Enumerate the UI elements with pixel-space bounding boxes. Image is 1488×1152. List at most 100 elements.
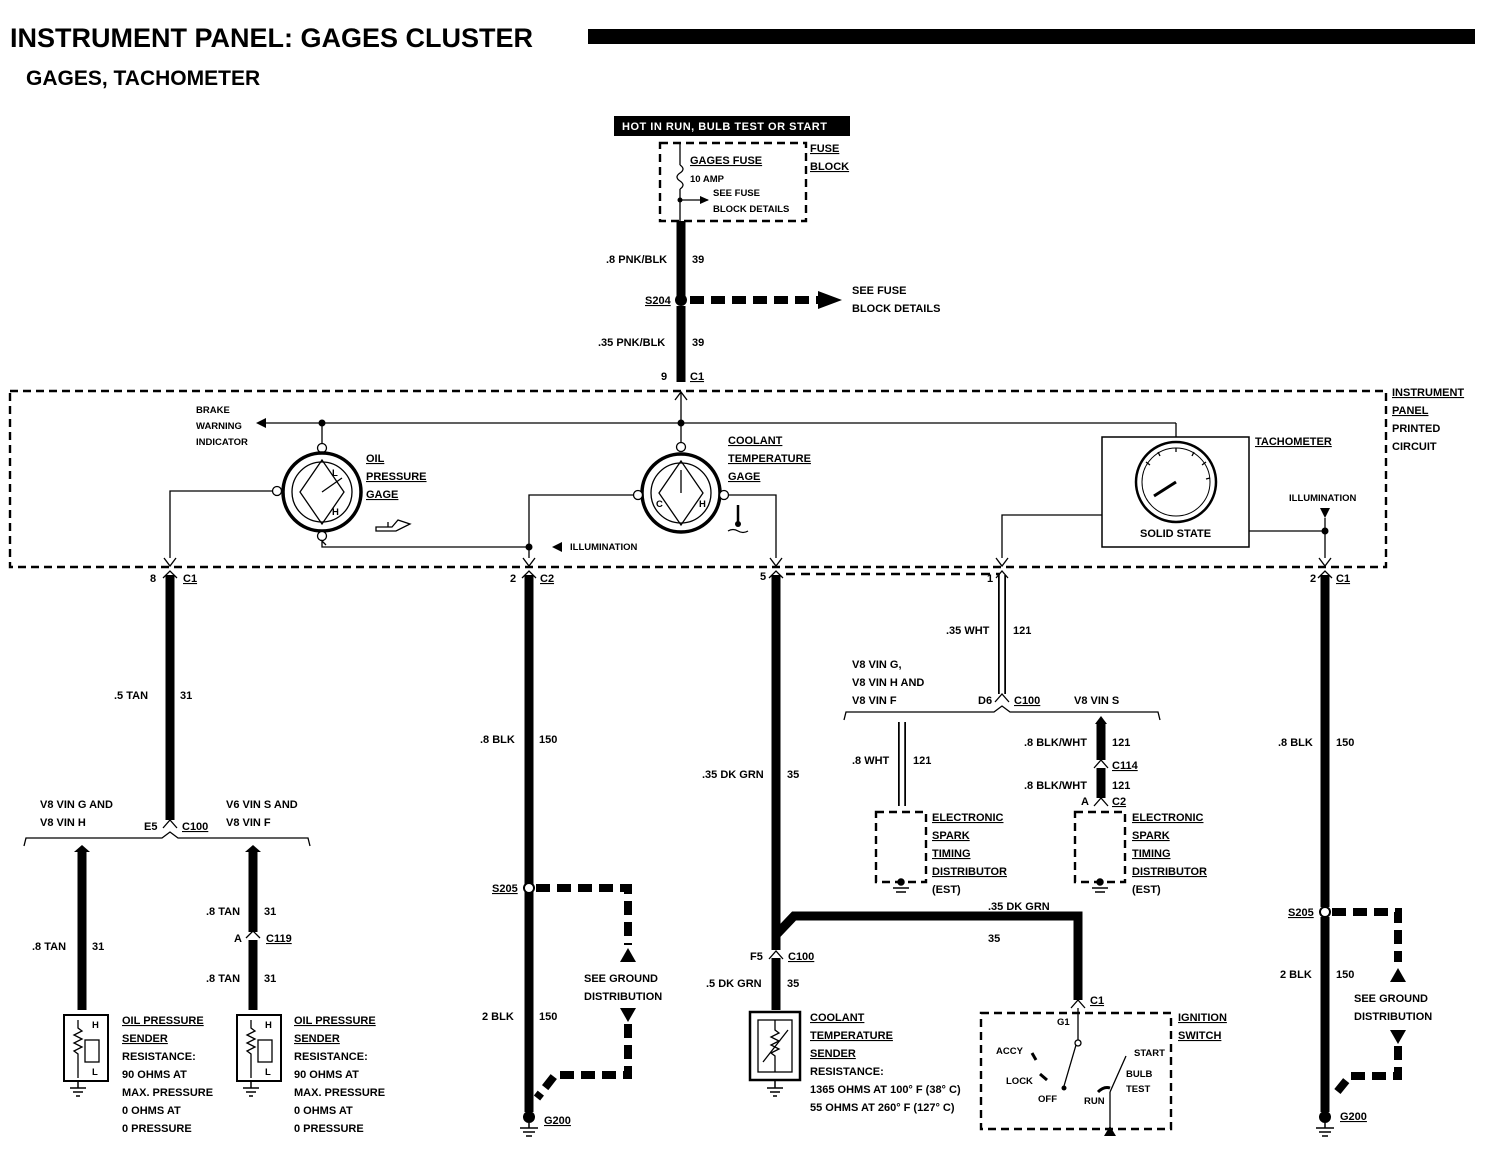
oil-sender-left-pin-h: H: [92, 1020, 99, 1031]
oil-sender-left-5: MAX. PRESSURE: [122, 1087, 213, 1099]
resistor-right-icon: [245, 1020, 257, 1078]
oil-right-1: V6 VIN S AND: [226, 799, 298, 811]
g200-right: G200: [1340, 1111, 1367, 1123]
hot-label-box: [614, 116, 850, 136]
est-right-box: [1073, 810, 1127, 884]
coolant-sender-2: TEMPERATURE: [810, 1030, 893, 1042]
oil-sender-left: [63, 1014, 109, 1082]
gnd-left-see-1: SEE GROUND: [584, 973, 658, 985]
tach-circuit: 1 .35 WHT 121 D6 C100 V8 VIN G, V8 VIN H…: [843, 570, 1207, 896]
oil-sender-left-7: 0 PRESSURE: [122, 1123, 192, 1135]
oil-sender-right-element: [257, 1039, 273, 1063]
panel-label-4: CIRCUIT: [1392, 441, 1437, 453]
tach-left-3: V8 VIN F: [852, 695, 897, 707]
splice-s204: [675, 294, 687, 306]
wire-121-right-num-2: 121: [1112, 780, 1130, 792]
ign-lock-post: [1039, 1072, 1048, 1082]
wire-31-left-num: 31: [92, 941, 104, 953]
illum-label-left: ILLUMINATION: [570, 542, 638, 553]
wire-121-left-num: 121: [913, 755, 931, 767]
ignition-c1-hat: [1070, 999, 1086, 1009]
hot-label: HOT IN RUN, BULB TEST OR START: [622, 121, 827, 133]
oil-left-2: V8 VIN H: [40, 817, 86, 829]
oil-gage-needle: [321, 477, 343, 493]
illum-junction-right: [1321, 527, 1329, 535]
c114-hat: [1093, 759, 1109, 769]
coolant-circuit: 5 .35 DK GRN 35 .35 DK GRN 35 F5 C100 .5…: [702, 570, 1083, 1114]
panel-out-arrow-gnd-left: [522, 557, 536, 568]
resistor-left-icon: [72, 1020, 84, 1078]
g200-left: G200: [544, 1115, 571, 1127]
tach-icon: [1134, 440, 1218, 524]
panel-out-arrow-tach: [995, 557, 1009, 568]
gnd-right-dist-return: [1329, 1046, 1402, 1100]
gnd-right-dist-wire: [1332, 908, 1402, 962]
panel-outline: [8, 389, 1388, 569]
wire-39-top-size: .8 PNK/BLK: [606, 254, 667, 266]
wire-31-right-num-2: 31: [264, 973, 276, 985]
oil-c100-hat: [162, 819, 178, 829]
wire-31-right-size-1: .8 TAN: [206, 906, 240, 918]
est-left-5: (EST): [932, 884, 961, 896]
oil-pin: 8: [150, 573, 156, 585]
wire-121-right-size-2: .8 BLK/WHT: [1024, 780, 1087, 792]
ground-right-circuit: 2 C1 .8 BLK 150 S205 SEE GROUND DISTRIBU…: [1278, 570, 1432, 1137]
fuse-block-label-1: FUSE: [810, 143, 839, 155]
coolant-gage-label-1: COOLANT: [728, 435, 783, 447]
oil-gage-label-2: PRESSURE: [366, 471, 427, 483]
coolant-gage-c: C: [656, 499, 663, 510]
tach-out: [1001, 514, 1102, 558]
gnd-left-dist-arrow-down: [620, 1008, 636, 1022]
wire-31-num: 31: [180, 690, 192, 702]
splice-s205-right-label: S205: [1288, 907, 1314, 919]
splice-s205-right: [1319, 906, 1331, 918]
tach-c100: C100: [1014, 695, 1040, 707]
wire-150-left-2-size: 2 BLK: [482, 1011, 514, 1023]
oil-sender-left-2: SENDER: [122, 1033, 168, 1045]
wire-150-right-size: .8 BLK: [1278, 737, 1313, 749]
fuse-block-box: [658, 141, 808, 223]
ignition-contact: [1061, 1085, 1067, 1091]
page-title: INSTRUMENT PANEL: GAGES CLUSTER: [10, 23, 533, 53]
coolant-gage-h: H: [699, 499, 706, 510]
fuse-rating: 10 AMP: [690, 174, 725, 185]
ign-off: OFF: [1038, 1094, 1057, 1105]
wire-35-branch-size: .35 DK GRN: [988, 901, 1050, 913]
ign-bulb-2: TEST: [1126, 1084, 1150, 1095]
tach-label: TACHOMETER: [1255, 436, 1332, 448]
c119-label: C119: [266, 933, 292, 945]
panel-out-arrow-gnd-right: [1318, 557, 1332, 568]
oil-sender-left-element: [84, 1039, 100, 1063]
wire-121-right-size-1: .8 BLK/WHT: [1024, 737, 1087, 749]
brake-label-3: INDICATOR: [196, 437, 248, 448]
c119-pin: A: [234, 933, 242, 945]
fuse-icon: [676, 164, 684, 190]
c1-label-top: C1: [690, 371, 704, 383]
est-right-4: DISTRIBUTOR: [1132, 866, 1207, 878]
thermometer-icon: [727, 505, 749, 534]
wire-35-size: .35 DK GRN: [702, 769, 764, 781]
ign-run: RUN: [1084, 1096, 1105, 1107]
ignition-switch: C1 IGNITION SWITCH G1 ACCY LOCK OFF RUN …: [979, 995, 1227, 1136]
oil-sender-left-3: RESISTANCE:: [122, 1051, 196, 1063]
est-left-3: TIMING: [932, 848, 971, 860]
tach-c100-hat: [994, 693, 1010, 703]
panel-label-2: PANEL: [1392, 405, 1429, 417]
wire-35-branch-num: 35: [988, 933, 1000, 945]
brake-label-1: BRAKE: [196, 405, 230, 416]
illum-junction-left: [525, 543, 533, 551]
tach-right-1: V8 VIN S: [1074, 695, 1119, 707]
coolant-conn-hat: [768, 570, 784, 579]
oil-c100-pin: E5: [144, 821, 157, 833]
tach-ticks: [1145, 448, 1211, 480]
wire-150-right-num: 150: [1336, 737, 1354, 749]
tach-solid-state: SOLID STATE: [1140, 528, 1211, 540]
coolant-pin: 5: [760, 571, 766, 583]
thermistor-icon: [769, 1020, 781, 1072]
gnd-right-conn: C1: [1336, 573, 1350, 585]
oil-sender-right-pin-h: H: [265, 1020, 272, 1031]
oil-right-2: V8 VIN F: [226, 817, 271, 829]
oil-gage-out: [169, 490, 273, 558]
oil-circuit: 8 C1 .5 TAN 31 E5 C100 V8 VIN G AND V8 V…: [23, 570, 385, 1135]
ignition-label-2: SWITCH: [1178, 1030, 1221, 1042]
